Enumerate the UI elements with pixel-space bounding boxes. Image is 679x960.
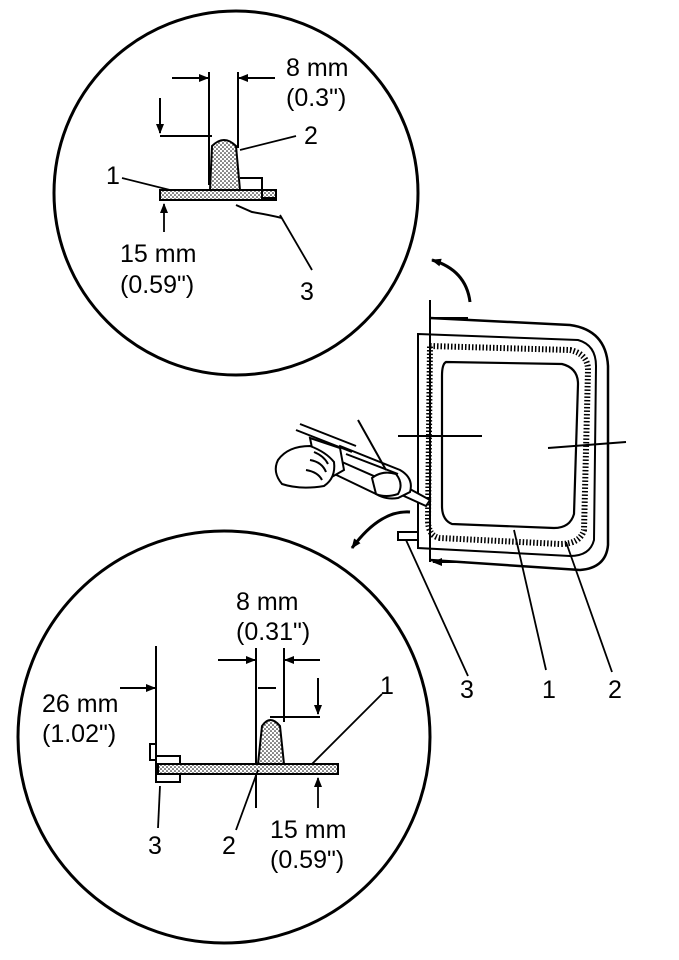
top-pinch-flange — [240, 177, 276, 199]
bottom-edge-channel — [149, 743, 181, 783]
window-glass — [440, 360, 580, 530]
bottom-detail-pointer-arrow — [350, 510, 411, 549]
main-callout-2: 2 — [608, 676, 622, 704]
main-callout-3-leader — [405, 539, 469, 677]
window-sill-ledge — [397, 531, 419, 541]
top-callout-2: 2 — [304, 122, 318, 150]
top-callout-3-leader — [279, 214, 313, 271]
window-inner-flange — [417, 332, 598, 558]
main-callout-1: 1 — [542, 676, 556, 704]
bottom-bead-width-inch-label: (0.31ʺ) — [236, 618, 310, 646]
bottom-callout-1-leader — [311, 693, 383, 765]
bottom-glass-and-bead — [149, 719, 339, 783]
top-bead-width-dimension — [156, 72, 275, 185]
top-callout-3: 3 — [300, 278, 314, 306]
support-hand — [370, 471, 402, 497]
top-body-panel — [235, 204, 283, 219]
top-callout-2-leader — [239, 135, 297, 151]
top-detail-view: 8 mm (0.3ʺ) 1 2 3 15 mm (0.59ʺ) — [52, 9, 420, 377]
top-offset-label: 15 mm — [120, 240, 196, 268]
bottom-edge-distance-label: 26 mm — [42, 690, 118, 718]
bottom-callout-2: 2 — [222, 832, 236, 860]
main-callout-1-leader — [513, 529, 547, 671]
bottom-edge-distance-inch-label: (1.02ʺ) — [42, 720, 116, 748]
bottom-callout-1: 1 — [380, 672, 394, 700]
bottom-callout-3-leader — [157, 785, 161, 829]
bottom-detail-circle — [16, 529, 432, 945]
top-bead-width-label: 8 mm — [286, 54, 349, 82]
top-urethane-bead — [208, 139, 242, 191]
bottom-offset-label: 15 mm — [270, 816, 346, 844]
top-bead-width-inch-label: (0.3ʺ) — [286, 84, 346, 112]
top-glass-panel — [159, 189, 277, 201]
main-callout-2-leader — [565, 541, 613, 673]
bottom-callout-3: 3 — [148, 832, 162, 860]
bottom-detail-view: 8 mm (0.31ʺ) 26 mm (1.02ʺ) 1 2 3 15 mm (… — [16, 529, 432, 945]
top-offset-inch-label: (0.59ʺ) — [120, 271, 194, 299]
bottom-bead-width-label: 8 mm — [236, 588, 299, 616]
bottom-glass-panel — [157, 763, 339, 775]
top-detail-circle — [52, 9, 420, 377]
caulk-gun-with-hand — [274, 419, 432, 508]
top-detail-pointer-arrow — [431, 258, 472, 303]
top-callout-1: 1 — [106, 162, 120, 190]
main-window-view: 3 1 2 — [397, 300, 627, 704]
bottom-offset-inch-label: (0.59ʺ) — [270, 846, 344, 874]
window-body-opening — [429, 316, 610, 572]
top-callout-1-leader — [121, 177, 171, 191]
bottom-urethane-bead — [256, 719, 286, 765]
bottom-callout-2-leader — [235, 769, 259, 831]
top-glass-and-bead — [159, 139, 283, 219]
main-callout-3: 3 — [460, 676, 474, 704]
